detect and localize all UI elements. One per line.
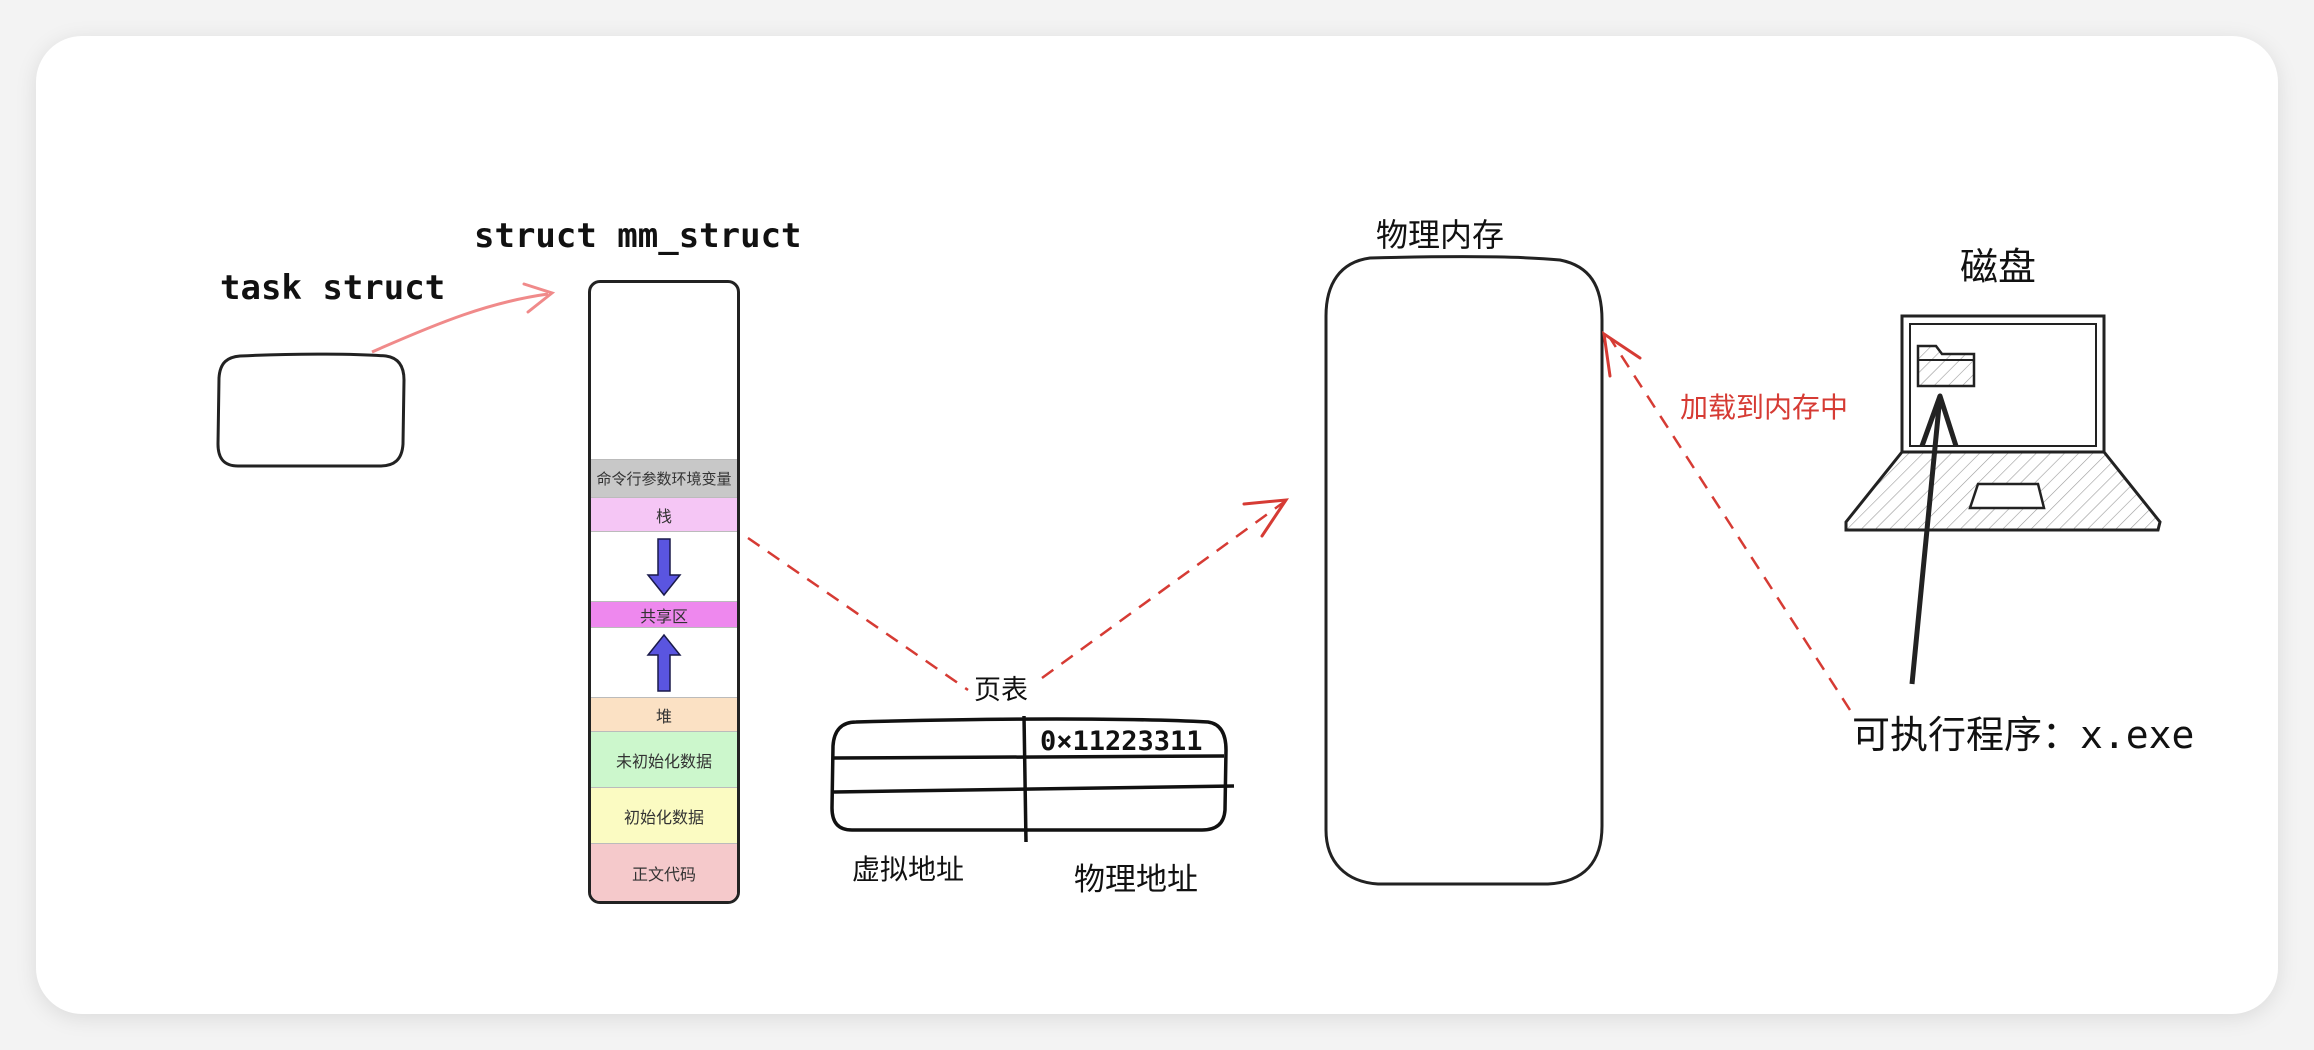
exe-pointer-line <box>1909 393 1959 685</box>
load-to-memory-label: 加载到内存中 <box>1680 391 1849 424</box>
arrow-up-icon <box>646 633 682 692</box>
segment-text: 正文代码 <box>591 843 737 901</box>
task-to-mm-arrowhead <box>522 282 556 314</box>
pagetable-to-phys-arrowhead <box>1242 498 1289 538</box>
page-table-label: 页表 <box>974 675 1028 706</box>
pagetable-to-phys-dashed <box>1041 500 1285 680</box>
segment-data: 初始化数据 <box>591 787 737 843</box>
segment-bss: 未初始化数据 <box>591 731 737 787</box>
mem-to-pagetable-dashed <box>747 536 969 692</box>
mm-struct-layout: 命令行参数环境变量 栈 共享区 堆 未初始化数据 初始化数据 正文代码 <box>588 280 740 904</box>
page-table-value: 0×11223311 <box>1040 726 1203 757</box>
folder-icon <box>1916 344 1976 388</box>
exe-to-phys-arrowhead <box>1602 330 1642 378</box>
page-table-col-line <box>1022 715 1028 843</box>
executable-label: 可执行程序：x.exe <box>1852 713 2195 757</box>
arrow-down-icon <box>646 537 682 596</box>
physical-address-label: 物理地址 <box>1074 862 1198 898</box>
laptop-screen-inner <box>1909 323 2097 447</box>
segment-shared: 共享区 <box>591 601 737 627</box>
page-table-row-line-1 <box>833 754 1225 760</box>
mm-struct-label: struct mm_struct <box>474 216 802 256</box>
segment-stack: 栈 <box>591 497 737 531</box>
page-table-box <box>830 717 1228 832</box>
segment-gap-down <box>591 531 737 601</box>
laptop-trackpad <box>1968 482 2046 510</box>
disk-label: 磁盘 <box>1960 245 2037 289</box>
task-struct-label: task struct <box>220 268 446 308</box>
segment-heap: 堆 <box>591 697 737 731</box>
segment-cmdline-env: 命令行参数环境变量 <box>591 459 737 497</box>
physical-memory-box <box>1324 255 1604 886</box>
page-table-row-line-2 <box>833 784 1235 794</box>
task-struct-box <box>216 352 406 468</box>
segment-gap-up <box>591 627 737 697</box>
virtual-address-label: 虚拟地址 <box>852 853 965 886</box>
exe-to-phys-dashed <box>1608 337 1852 711</box>
task-to-mm-arrow <box>371 292 549 354</box>
physical-memory-label: 物理内存 <box>1376 216 1505 254</box>
